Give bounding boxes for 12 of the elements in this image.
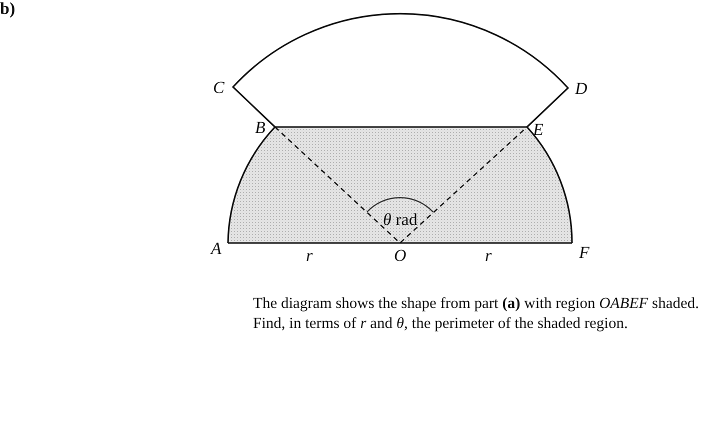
part-label: b) [0,0,16,17]
point-label: A [211,240,222,257]
question-text: The diagram shows the shape from part (a) with region OABEF shaded. Find, in terms of r and θ, the perimeter of the shaded region. [253,294,700,334]
point-label: C [213,79,224,96]
point-label: E [533,121,544,138]
length-label: r [306,247,313,264]
point-label: F [579,244,590,261]
angle-label: θ rad [383,211,418,228]
point-label: B [255,119,266,136]
point-label: O [394,247,406,264]
point-label: D [575,80,588,97]
length-label: r [485,247,492,264]
